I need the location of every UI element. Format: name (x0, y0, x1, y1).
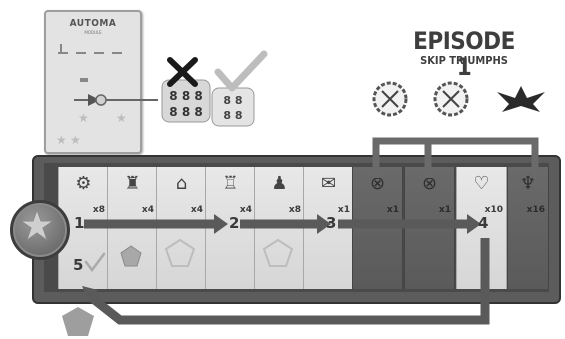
triumph-connector (376, 141, 535, 178)
svg-text:8 8: 8 8 (223, 109, 242, 122)
svg-text:8 8 8: 8 8 8 (169, 89, 202, 103)
winged-emblem-icon (497, 86, 545, 112)
check-icon (218, 54, 264, 88)
check-icon (86, 254, 104, 270)
star-slot-icon (264, 240, 292, 266)
laurel-swords-icon (374, 83, 406, 115)
card-connector (74, 95, 158, 105)
step-number: 1 (74, 214, 84, 232)
triumph-connector-tip (527, 168, 543, 180)
step-number: 4 (478, 214, 488, 232)
step-number: 2 (229, 214, 239, 232)
star-icon (21, 210, 53, 240)
star-slot-icon (121, 246, 141, 266)
laurel-swords-icon (435, 83, 467, 115)
step-number: 3 (326, 214, 336, 232)
star-slot-icon (166, 240, 194, 266)
episode-subtitle: SKIP TRIUMPHS (404, 55, 524, 67)
step-number: 5 (73, 256, 83, 274)
die-checked: 8 8 8 8 (212, 88, 254, 126)
track-arrows (84, 224, 485, 320)
svg-text:8 8: 8 8 (223, 94, 242, 107)
svg-text:8 8 8: 8 8 8 (169, 105, 202, 119)
star-slot-icon (62, 307, 94, 336)
